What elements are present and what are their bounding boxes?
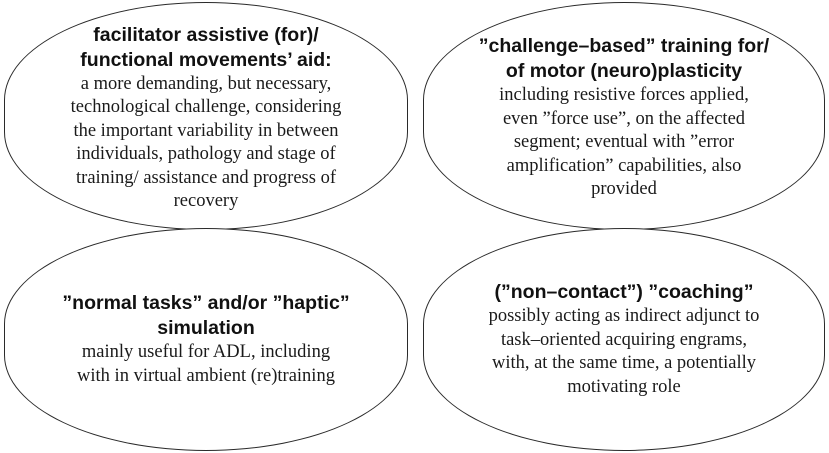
body-line: recovery — [173, 191, 239, 211]
title-line: facilitator assistive (for)/ — [93, 23, 319, 46]
body-line: including resistive forces applied, — [499, 85, 749, 106]
body-line: technological challenge, considering — [70, 97, 342, 117]
body-line: possibly acting as indirect adjunct to — [488, 306, 760, 326]
body-line: the important variability in between — [73, 120, 339, 141]
box-body: possibly acting as indirect adjunct to t… — [489, 305, 760, 399]
box-title: ”challenge–based” training for/ of motor… — [479, 34, 769, 84]
box-body: a more demanding, but necessary, technol… — [71, 73, 342, 214]
box-content: (”non–contact”) ”coaching” possibly acti… — [489, 280, 760, 399]
body-line: training/ assistance and progress of — [76, 167, 336, 188]
body-line: amplification” capabilities, also — [506, 155, 742, 176]
box-title: ”normal tasks” and/or ”haptic” simulatio… — [62, 291, 349, 341]
box-content: ”challenge–based” training for/ of motor… — [479, 30, 769, 202]
box-challenge-based-training: ”challenge–based” training for/ of motor… — [423, 2, 825, 230]
body-line: mainly useful for ADL, including — [81, 342, 331, 362]
box-normal-tasks-haptic-simulation: ”normal tasks” and/or ”haptic” simulatio… — [4, 228, 408, 451]
body-line: motivating role — [567, 376, 681, 397]
body-line: segment; eventual with ”error — [513, 132, 735, 153]
title-line: of motor (neuro)plasticity — [505, 60, 743, 83]
title-line: simulation — [157, 317, 255, 339]
body-line: individuals, pathology and stage of — [76, 144, 336, 164]
body-line: with in virtual ambient (re)training — [77, 365, 335, 386]
box-title: facilitator assistive (for)/ functional … — [71, 23, 342, 73]
body-line: with, at the same time, a potentially — [491, 353, 757, 373]
body-line: provided — [591, 179, 657, 200]
title-line: ”challenge–based” training for/ — [478, 35, 770, 58]
box-facilitator-assistive: facilitator assistive (for)/ functional … — [4, 2, 408, 230]
box-non-contact-coaching: (”non–contact”) ”coaching” possibly acti… — [423, 228, 825, 451]
body-line: even ”force use”, on the affected — [502, 108, 746, 129]
title-line: ”normal tasks” and/or ”haptic” — [62, 292, 350, 314]
box-body: mainly useful for ADL, including with in… — [62, 341, 349, 388]
body-line: task–oriented acquiring engrams, — [500, 329, 748, 350]
box-content: facilitator assistive (for)/ functional … — [71, 19, 342, 214]
box-title: (”non–contact”) ”coaching” — [489, 280, 760, 305]
title-line: (”non–contact”) ”coaching” — [494, 281, 754, 303]
box-body: including resistive forces applied, even… — [479, 84, 769, 202]
title-line: functional movements’ aid: — [80, 48, 332, 71]
box-content: ”normal tasks” and/or ”haptic” simulatio… — [62, 291, 349, 388]
body-line: a more demanding, but necessary, — [80, 73, 332, 94]
